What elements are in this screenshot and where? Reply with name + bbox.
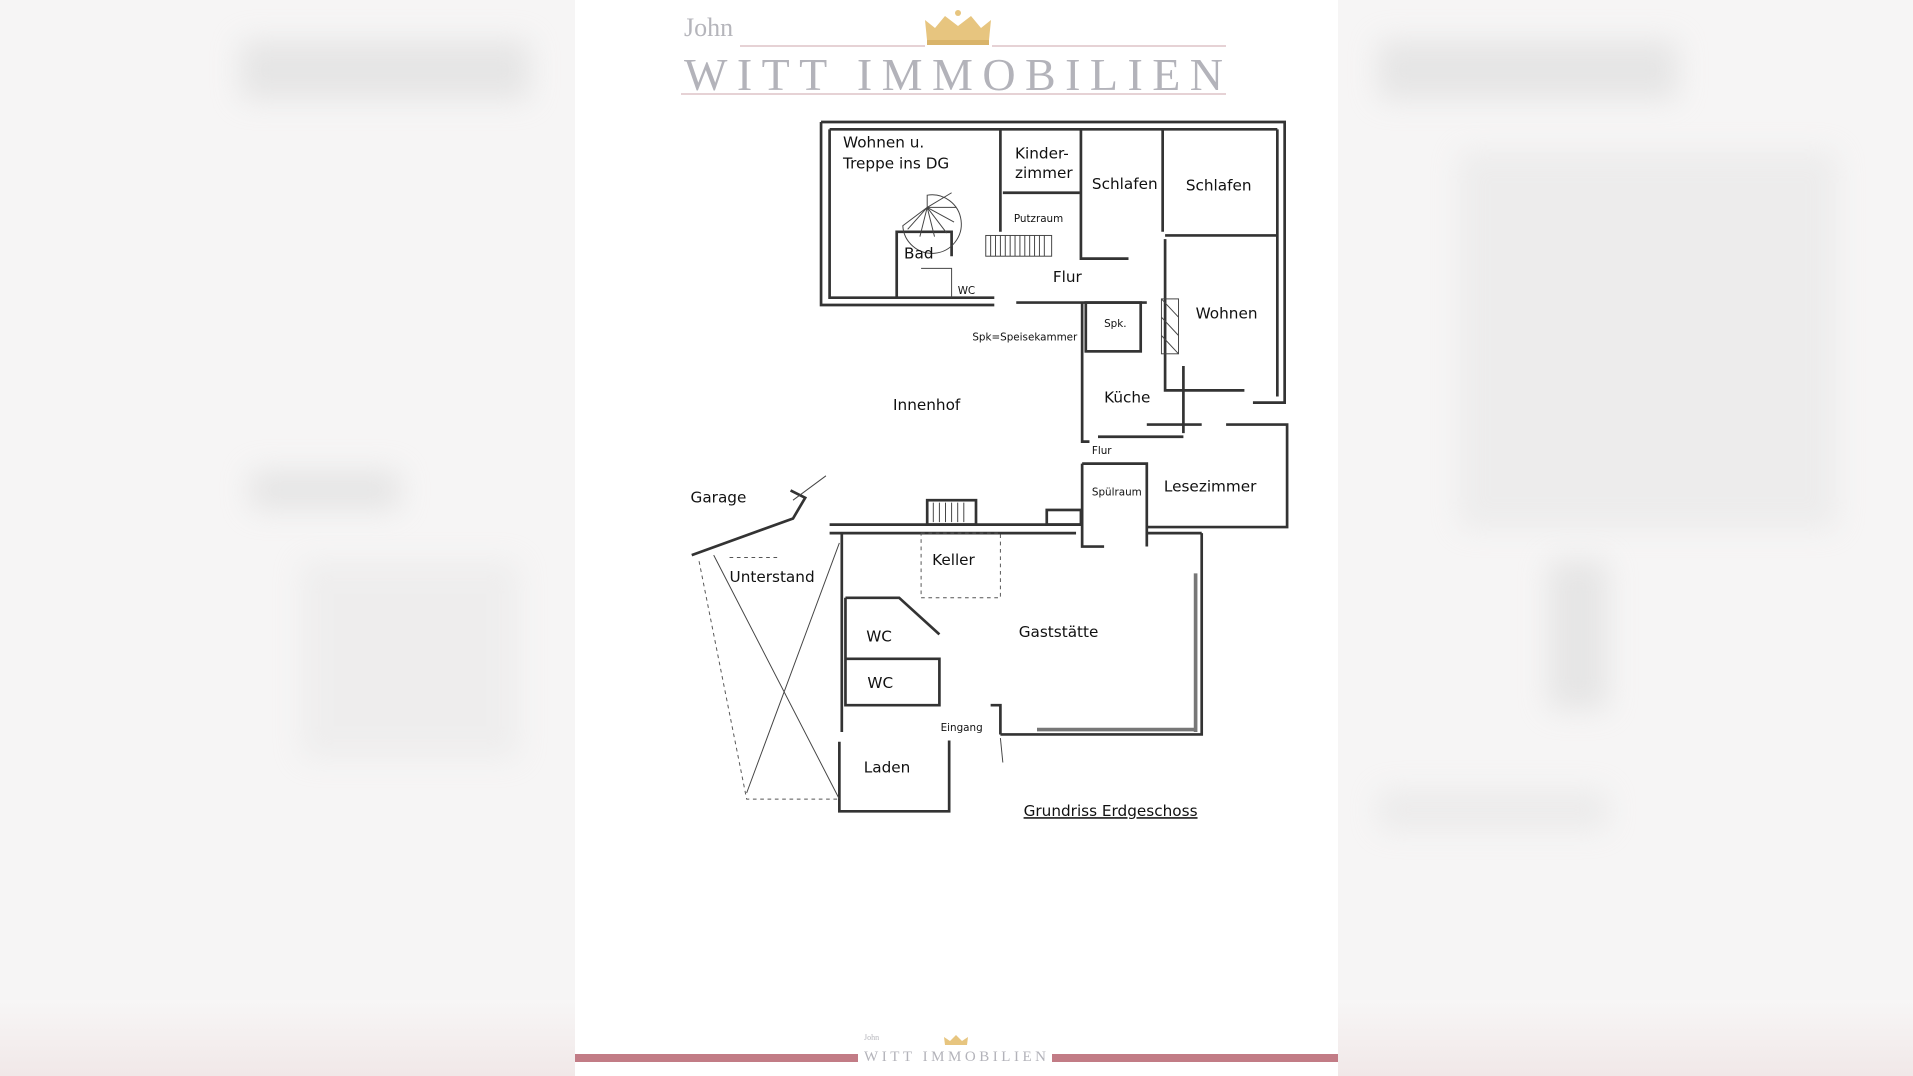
- footer-bar-right: [1052, 1054, 1338, 1062]
- blurred-background-left: [0, 0, 575, 1076]
- room-label-bad: Bad: [904, 245, 933, 263]
- room-label-schlafen-1: Schlafen: [1092, 175, 1158, 193]
- footer-logo-text: WITT IMMOBILIEN: [864, 1049, 1047, 1065]
- blurred-background-right: [1338, 0, 1913, 1076]
- room-label-putzraum: Putzraum: [1014, 213, 1063, 225]
- crown-icon: [925, 10, 991, 45]
- room-label-wc-2: WC: [867, 674, 893, 692]
- header-logo: John WITT IMMOBILIEN: [681, 10, 1226, 100]
- area-label-innenhof: Innenhof: [893, 396, 961, 414]
- room-label-keller: Keller: [932, 551, 975, 569]
- room-label-spk: Spk.: [1104, 318, 1126, 330]
- area-label-unterstand: Unterstand: [730, 568, 815, 586]
- room-label-kinderzimmer-2: zimmer: [1015, 164, 1073, 182]
- room-label-wohnen: Wohnen: [1196, 304, 1258, 322]
- legend-speisekammer: Spk=Speisekammer: [972, 331, 1078, 343]
- room-label-kinderzimmer: Kinder-: [1015, 145, 1069, 163]
- plan-caption: Grundriss Erdgeschoss: [1024, 802, 1198, 820]
- floor-plan-drawing: Wohnen u. Treppe ins DG Kinder- zimmer S…: [691, 120, 1289, 820]
- spiral-staircase: [902, 192, 962, 254]
- room-label-kueche: Küche: [1104, 389, 1150, 407]
- room-label-flur-upper: Flur: [1053, 268, 1083, 286]
- logo-main-text: WITT IMMOBILIEN: [684, 49, 1224, 100]
- room-label-gaststaette: Gaststätte: [1019, 623, 1099, 641]
- footer-crown-icon: [944, 1035, 968, 1045]
- room-label-wc-upper: WC: [958, 285, 975, 297]
- room-label-flur-lower: Flur: [1092, 445, 1112, 457]
- logo-john-text: John: [684, 13, 733, 42]
- room-label-wc-1: WC: [866, 628, 892, 646]
- room-label-wohnen-treppe: Wohnen u.: [843, 134, 924, 152]
- footer-logo-john: John: [864, 1033, 879, 1042]
- room-label-spuelraum: Spülraum: [1092, 486, 1142, 498]
- area-label-garage: Garage: [691, 489, 747, 507]
- footer: John WITT IMMOBILIEN: [575, 1033, 1338, 1065]
- room-label-schlafen-2: Schlafen: [1186, 176, 1252, 194]
- footer-bar-left: [575, 1054, 858, 1062]
- room-label-lesezimmer: Lesezimmer: [1164, 478, 1257, 496]
- room-label-eingang: Eingang: [941, 722, 983, 734]
- straight-staircase: [985, 234, 1053, 257]
- floor-plan-document: John WITT IMMOBILIEN: [575, 0, 1338, 1076]
- room-label-laden: Laden: [864, 758, 911, 776]
- room-label-treppe-ins-dg: Treppe ins DG: [842, 154, 949, 172]
